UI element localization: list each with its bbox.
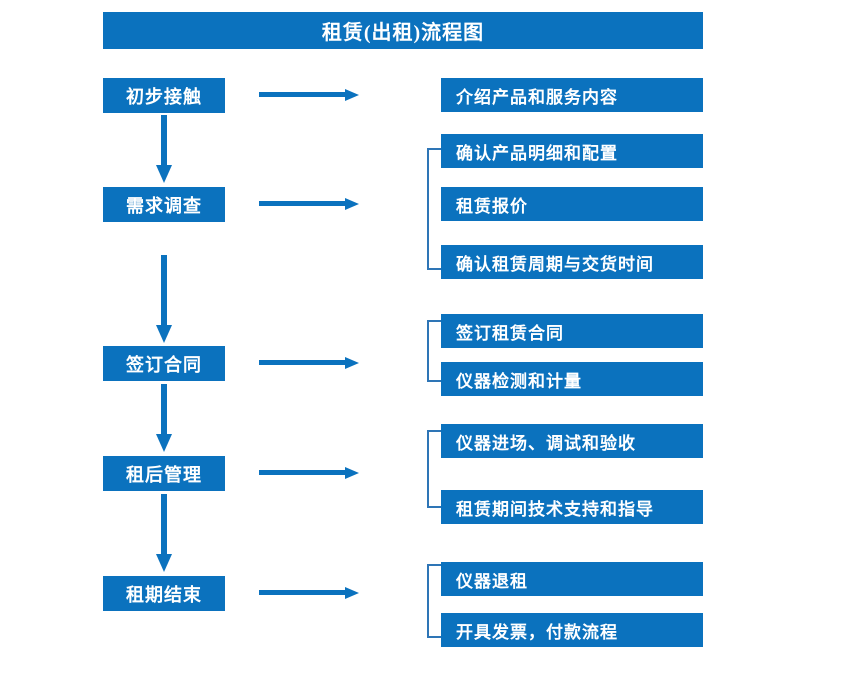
task-box-invoice-payment[interactable]: 开具发票，付款流程 — [441, 613, 703, 647]
stage-box-sign-contract[interactable]: 签订合同 — [103, 346, 225, 381]
group-bracket-post-rent-manage — [427, 430, 441, 508]
group-bracket-sign-contract — [427, 320, 441, 382]
vertical-arrow-down-icon — [153, 494, 175, 574]
vertical-arrow-down-icon — [153, 115, 175, 185]
stage-box-initial-contact[interactable]: 初步接触 — [103, 78, 225, 113]
horizontal-arrow-right-icon — [259, 465, 359, 481]
stage-box-rent-period-end[interactable]: 租期结束 — [103, 576, 225, 611]
task-box-confirm-product-details[interactable]: 确认产品明细和配置 — [441, 134, 703, 168]
task-box-technical-support[interactable]: 租赁期间技术支持和指导 — [441, 490, 703, 524]
group-bracket-needs-survey — [427, 148, 441, 270]
vertical-arrow-down-icon — [153, 255, 175, 345]
horizontal-arrow-right-icon — [259, 196, 359, 212]
horizontal-arrow-right-icon — [259, 355, 359, 371]
task-box-instrument-return[interactable]: 仪器退租 — [441, 562, 703, 596]
horizontal-arrow-right-icon — [259, 585, 359, 601]
task-box-sign-rental-contract[interactable]: 签订租赁合同 — [441, 314, 703, 348]
flowchart-title: 租赁(出租)流程图 — [103, 12, 703, 49]
vertical-arrow-down-icon — [153, 384, 175, 454]
stage-box-needs-survey[interactable]: 需求调查 — [103, 187, 225, 222]
stage-box-post-rent-manage[interactable]: 租后管理 — [103, 456, 225, 491]
task-box-introduce-products[interactable]: 介绍产品和服务内容 — [441, 78, 703, 112]
task-box-confirm-rental-period[interactable]: 确认租赁周期与交货时间 — [441, 245, 703, 279]
task-box-instrument-inspection[interactable]: 仪器检测和计量 — [441, 362, 703, 396]
horizontal-arrow-right-icon — [259, 87, 359, 103]
task-box-rental-quotation[interactable]: 租赁报价 — [441, 187, 703, 221]
task-box-instrument-installation[interactable]: 仪器进场、调试和验收 — [441, 424, 703, 458]
group-bracket-rent-period-end — [427, 564, 441, 638]
